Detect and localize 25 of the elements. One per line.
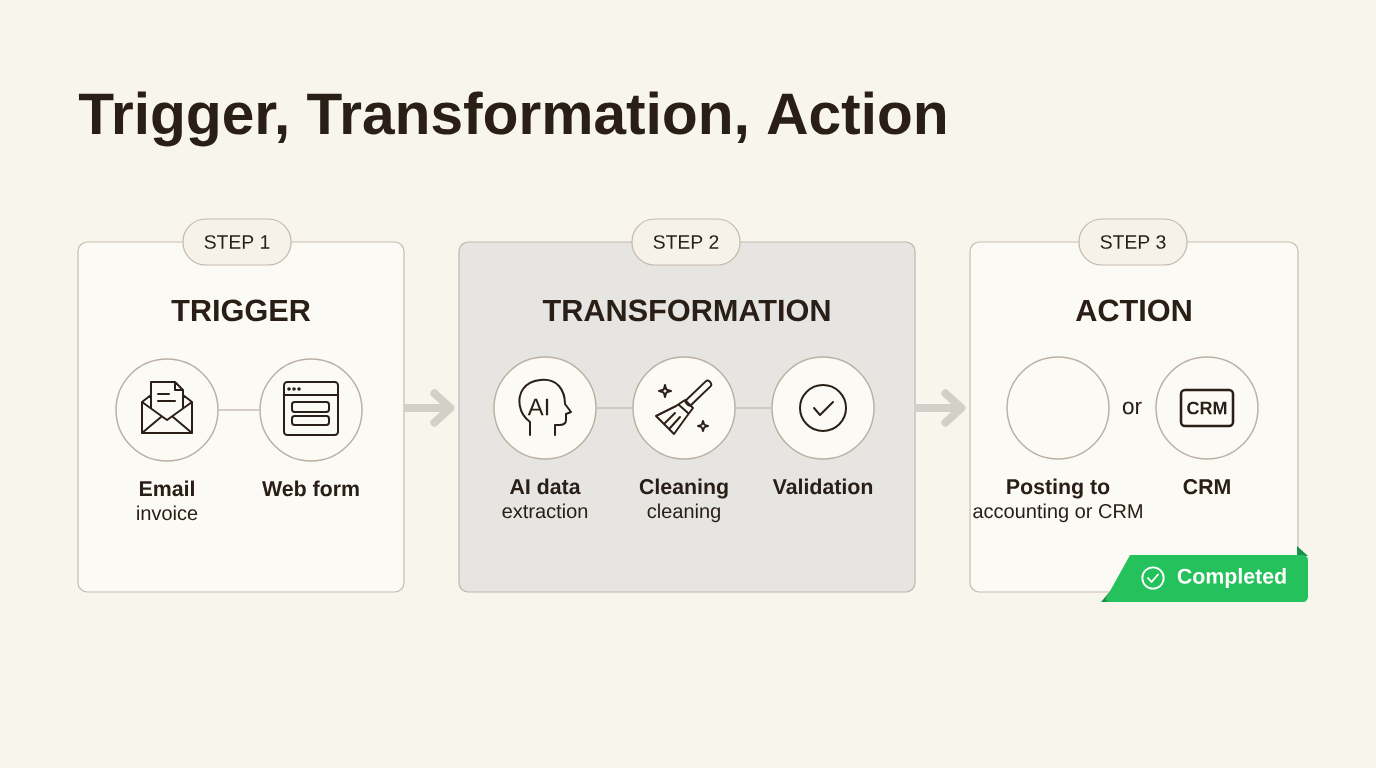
step-name: Validation [772,478,873,495]
step-name: AI data [509,478,581,495]
panel-heading: TRANSFORMATION [542,299,830,322]
step-description: extraction [502,503,588,519]
step-pill: STEP 2 [631,218,741,266]
step-name: CRM [1183,479,1230,495]
text-badge: CRM [1179,388,1235,428]
step-description: accounting or CRM [973,503,1142,523]
step-name: Cleaning [639,478,728,499]
step-pill: STEP 3 [1078,218,1188,266]
panel-heading: ACTION [1076,299,1191,322]
choice-word: or [1122,401,1142,415]
connector-line [218,409,260,411]
connector-line [735,407,772,409]
step-pill: STEP 1 [182,218,292,266]
step-name: Web form [262,480,359,497]
title: Trigger, Transformation, Action [78,91,945,147]
step-name: Email [139,480,194,497]
status-ribbon: Completed [1101,546,1308,602]
step-description: invoice [137,505,198,521]
step-description: cleaning [647,503,720,523]
panel-heading: TRIGGER [171,299,311,322]
icon-text: AI [527,398,549,416]
step-name: Posting to [1007,478,1110,499]
connector-line [596,407,633,409]
